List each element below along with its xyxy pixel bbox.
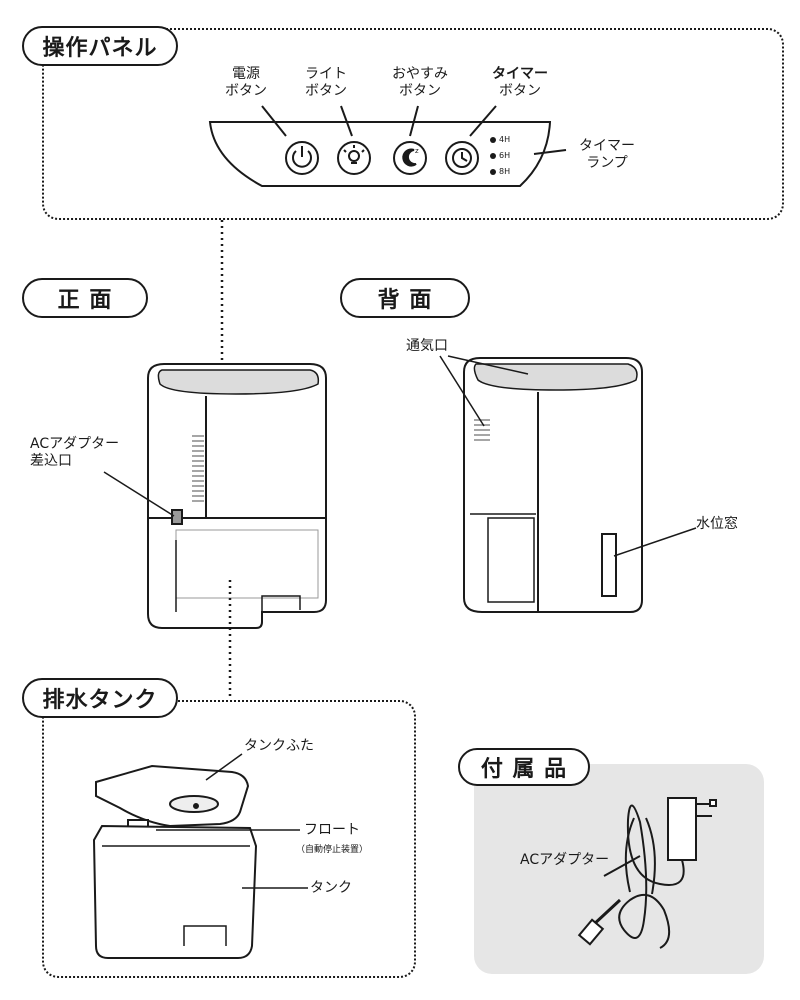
tank-label: タンク: [310, 880, 352, 896]
power-icon: [285, 141, 319, 175]
drain-tank-title: 排水タンク: [22, 678, 178, 718]
front-title: 正 面: [22, 278, 148, 318]
timer-lamp-4h: [490, 137, 496, 143]
control-panel-frame: [42, 28, 784, 220]
sleep-button-label: おやすみボタン: [392, 66, 448, 99]
accessories-title: 付 属 品: [458, 748, 590, 786]
light-bulb-icon: [337, 141, 371, 175]
back-title: 背 面: [340, 278, 470, 318]
timer-label-4h: 4H: [499, 135, 511, 144]
float-label: フロート: [304, 822, 360, 838]
control-panel-title: 操作パネル: [22, 26, 178, 66]
timer-lamp-6h: [490, 153, 496, 159]
timer-button-label: タイマーボタン: [492, 66, 548, 99]
timer-label-6h: 6H: [499, 151, 511, 160]
timer-lamps: [490, 137, 496, 175]
sleep-moon-icon: [393, 141, 427, 175]
timer-lamp-8h: [490, 169, 496, 175]
light-button-label: ライトボタン: [305, 66, 347, 99]
vent-label: 通気口: [406, 338, 448, 354]
ac-port-label: ACアダプター差込口: [30, 436, 120, 469]
timer-label-8h: 8H: [499, 167, 511, 176]
back-side-vent: [474, 419, 490, 441]
power-button-label: 電源ボタン: [225, 66, 267, 99]
adapter-label: ACアダプター: [520, 852, 610, 868]
sleep-z-glyph: z: [415, 147, 419, 155]
timer-clock-icon: [445, 141, 479, 175]
front-side-vent: [192, 435, 204, 502]
timer-lamp-label: タイマーランプ: [579, 138, 635, 171]
water-window-label: 水位窓: [696, 516, 738, 532]
drain-tank-frame: [42, 700, 416, 978]
tank-lid-label: タンクふた: [244, 738, 314, 754]
float-note-label: （自動停止装置）: [296, 845, 369, 855]
